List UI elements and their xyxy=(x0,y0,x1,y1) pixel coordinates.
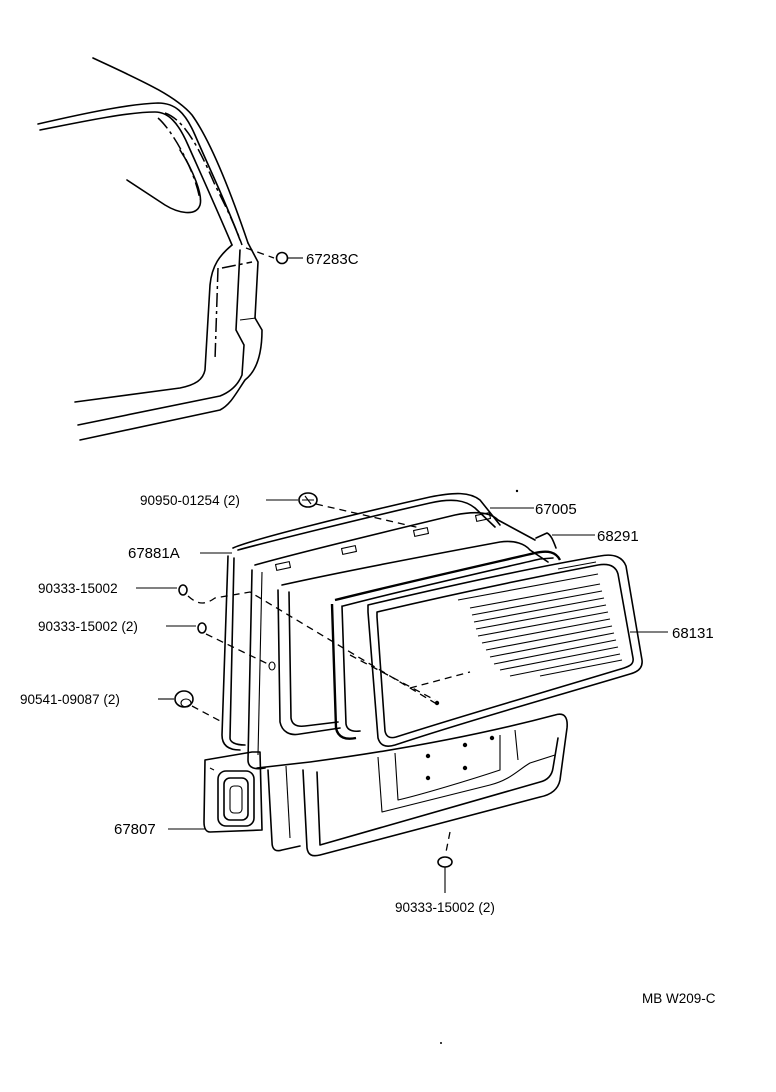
label-90333-15002-a: 90333-15002 xyxy=(38,581,118,596)
vehicle-body-outline xyxy=(37,57,303,441)
defogger-grid xyxy=(457,561,623,677)
label-67881a: 67881A xyxy=(128,545,180,562)
label-90333-15002-b: 90333-15002 (2) xyxy=(38,619,138,634)
clip-90950 xyxy=(298,492,318,508)
label-90950-01254: 90950-01254 (2) xyxy=(140,493,240,508)
label-67283c: 67283C xyxy=(306,251,359,268)
label-90333-15002-c: 90333-15002 (2) xyxy=(395,900,495,915)
label-67005: 67005 xyxy=(535,501,577,518)
label-90541-09087: 90541-09087 (2) xyxy=(20,692,120,707)
diagram-code: MB W209-C xyxy=(642,991,716,1006)
back-door-assembly xyxy=(136,489,668,893)
label-68131: 68131 xyxy=(672,625,714,642)
label-67807: 67807 xyxy=(114,821,156,838)
label-68291: 68291 xyxy=(597,528,639,545)
